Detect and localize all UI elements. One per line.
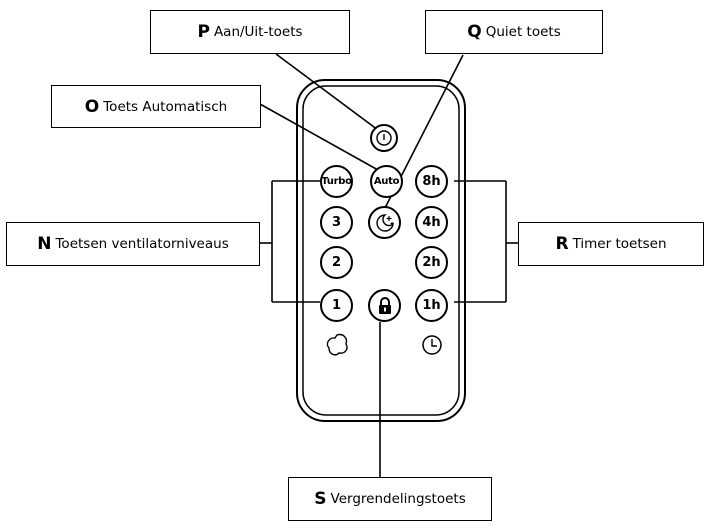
callout-r: R Timer toetsen (518, 222, 704, 266)
leader-line-o (259, 103, 379, 171)
auto-button[interactable]: Auto (370, 165, 403, 198)
callout-p-text: Aan/Uit-toets (213, 24, 303, 40)
fan-level-1-button[interactable]: 1 (320, 289, 353, 322)
fan-level-2-button[interactable]: 2 (320, 246, 353, 279)
callout-n-letter: N (37, 234, 52, 254)
timer-4h-button[interactable]: 4h (415, 206, 448, 239)
callout-n-text: Toetsen ventilatorniveaus (55, 236, 229, 252)
lock-button[interactable] (368, 289, 401, 322)
power-button[interactable] (370, 124, 398, 152)
leader-line-p (275, 53, 379, 131)
callout-q: Q Quiet toets (425, 10, 603, 54)
callout-p: P Aan/Uit-toets (150, 10, 350, 54)
callout-r-letter: R (555, 234, 569, 254)
timer-1h-button[interactable]: 1h (415, 289, 448, 322)
callout-q-letter: Q (467, 22, 482, 42)
lock-icon (377, 296, 393, 315)
remote-outer-outline (296, 79, 466, 422)
callout-s-letter: S (314, 489, 327, 509)
remote-inner-outline (302, 85, 460, 416)
quiet-button[interactable] (368, 206, 401, 239)
timer-8h-button[interactable]: 8h (415, 165, 448, 198)
callout-o-text: Toets Automatisch (103, 98, 228, 115)
fan-level-3-button[interactable]: 3 (320, 206, 353, 239)
moon-stars-icon (374, 212, 396, 234)
callout-q-text: Quiet toets (485, 24, 561, 40)
turbo-button[interactable]: Turbo (320, 165, 353, 198)
callout-o-letter: O (84, 96, 100, 117)
callout-s-text: Vergrendelingstoets (330, 491, 466, 507)
callout-r-text: Timer toetsen (572, 236, 667, 252)
callout-n: N Toetsen ventilatorniveaus (6, 222, 260, 266)
clock-icon (422, 335, 442, 355)
power-icon (375, 129, 393, 147)
fan-icon (326, 333, 348, 356)
timer-2h-button[interactable]: 2h (415, 246, 448, 279)
callout-o: O Toets Automatisch (51, 85, 261, 128)
callout-s: S Vergrendelingstoets (288, 477, 492, 521)
callout-p-letter: P (197, 22, 210, 42)
